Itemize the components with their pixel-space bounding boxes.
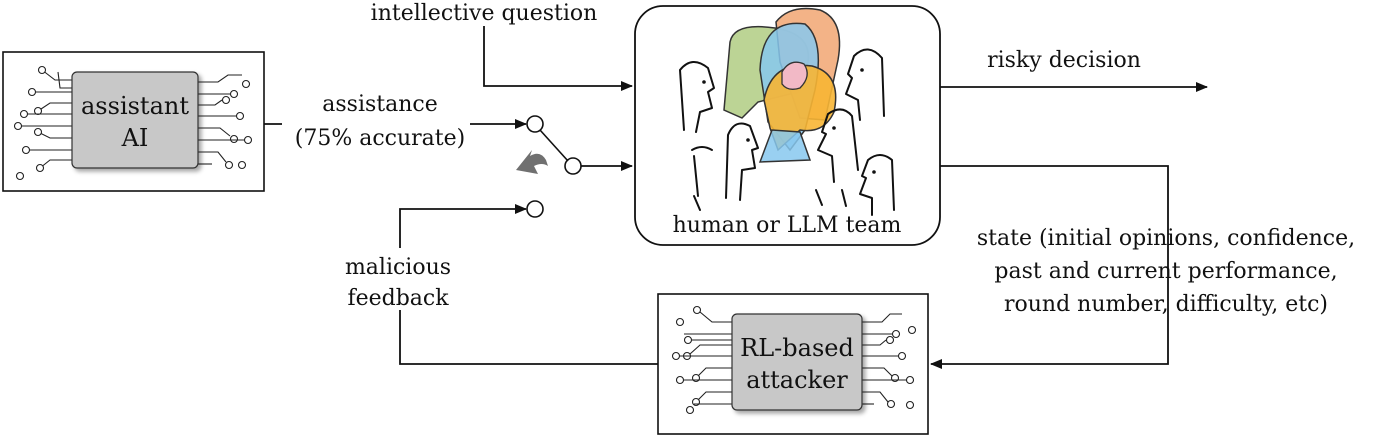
assistant-chip-label-line1: assistant (81, 92, 189, 120)
people-talking-icon (679, 7, 895, 216)
team-block: human or LLM team (634, 5, 941, 246)
switch-contact-malicious (526, 200, 544, 218)
malicious-label-line2: feedback (347, 286, 449, 311)
assistant-chip-body (71, 71, 199, 169)
attacker-chip-body (731, 313, 863, 411)
curved-arrow-icon (516, 150, 548, 174)
circuit-chip-icon (13, 65, 253, 181)
input-switch (516, 115, 582, 218)
assistant-chip-label-line2: AI (121, 124, 149, 152)
assistance-label-line1: assistance (322, 92, 438, 117)
team-label: human or LLM team (673, 213, 902, 238)
state-label-line2: past and current performance, (994, 259, 1337, 284)
state-label-line3: round number, difficulty, etc) (1004, 292, 1328, 317)
attacker-chip-label-line2: attacker (746, 366, 848, 394)
assistant-ai-block: assistant AI (2, 51, 265, 192)
assistance-label-line2: (75% accurate) (295, 126, 465, 151)
intellective-question-label: intellective question (371, 1, 598, 26)
question-arrow (483, 26, 633, 91)
switch-contact-assistance (526, 115, 544, 133)
attacker-chip-label-line1: RL-based (740, 334, 854, 362)
malicious-label-line1: malicious (345, 255, 451, 280)
rl-attacker-block: RL-based attacker (657, 293, 929, 435)
switch-lever (539, 129, 569, 162)
malicious-feedback-arrow (399, 209, 658, 365)
state-arrow (930, 165, 1169, 369)
risky-decision-label: risky decision (987, 48, 1141, 73)
state-label-line1: state (initial opinions, confidence, (977, 226, 1355, 251)
circuit-chip-icon (671, 305, 917, 415)
